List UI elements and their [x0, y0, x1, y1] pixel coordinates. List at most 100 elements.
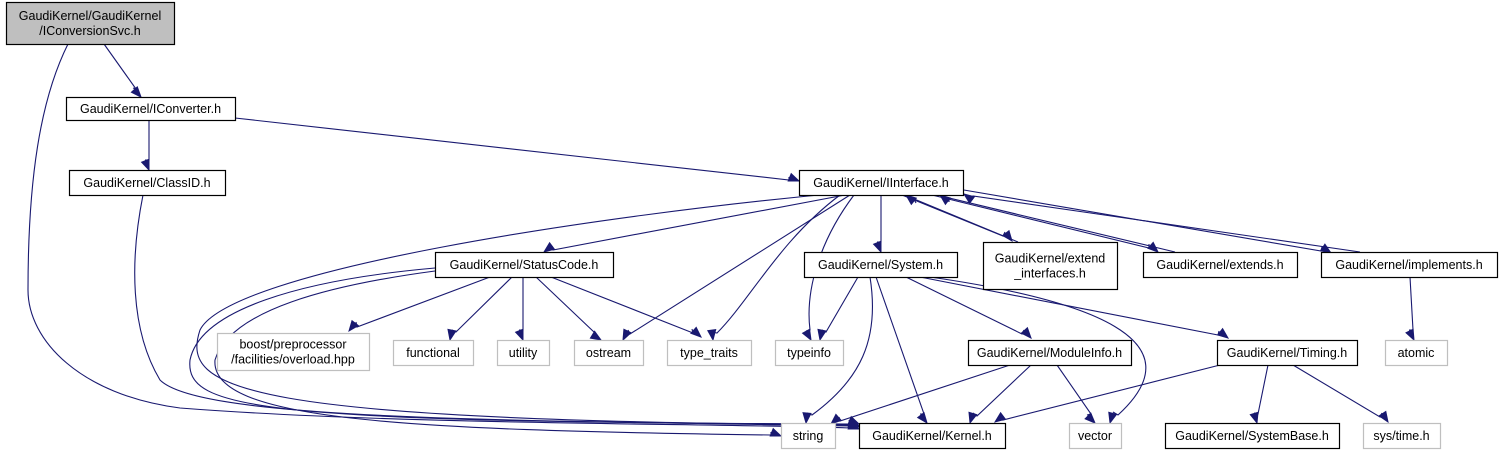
- edge-line: [189, 267, 851, 425]
- edge-statuscode-to-type_traits: [550, 276, 703, 338]
- node-statuscode[interactable]: GaudiKernel/StatusCode.h: [434, 251, 615, 279]
- arrowhead-icon: [542, 241, 556, 253]
- arrowhead-icon: [1249, 411, 1259, 425]
- edge-line: [519, 277, 524, 331]
- node-label: sys/time.h: [1373, 429, 1429, 443]
- node-label: functional: [406, 346, 460, 360]
- edge-statuscode-to-functional: [447, 276, 513, 342]
- arrowhead-icon: [1378, 410, 1389, 424]
- arrowhead-icon: [1405, 328, 1415, 342]
- arrowhead-icon: [904, 194, 918, 206]
- edge-extend_interfaces-to-iinterface: [904, 194, 1019, 243]
- arrowhead-icon: [993, 411, 1007, 423]
- node-moduleinfo[interactable]: GaudiKernel/ModuleInfo.h: [967, 339, 1133, 367]
- arrowhead-icon: [801, 328, 812, 342]
- arrowhead-icon: [1084, 412, 1096, 424]
- node-label: _interfaces.h: [1013, 267, 1086, 281]
- node-ostream: ostream: [573, 339, 645, 367]
- node-label: ostream: [586, 346, 631, 360]
- edge-line: [145, 120, 150, 161]
- node-box: [780, 422, 837, 450]
- arrowhead-icon: [817, 328, 827, 342]
- edge-extends-to-iinterface: [938, 194, 1176, 253]
- node-iinterface[interactable]: GaudiKernel/IInterface.h: [798, 169, 965, 197]
- node-type_traits: type_traits: [666, 339, 753, 367]
- node-box: [803, 251, 959, 279]
- edge-line: [134, 194, 851, 427]
- arrowhead-icon: [1108, 411, 1118, 425]
- node-label: atomic: [1398, 346, 1435, 360]
- node-label: GaudiKernel/Kernel.h: [872, 429, 992, 443]
- node-label: GaudiKernel/ModuleInfo.h: [977, 346, 1122, 360]
- edge-line: [1409, 276, 1414, 331]
- node-vector: vector: [1068, 422, 1123, 450]
- node-label: GaudiKernel/StatusCode.h: [450, 258, 599, 272]
- arrowhead-icon: [140, 158, 150, 172]
- edge-iinterface-to-extend_interfaces: [901, 194, 1013, 243]
- node-box: [573, 339, 645, 367]
- edge-line: [711, 194, 841, 334]
- edge-line: [103, 43, 138, 91]
- edge-timing-to-kernel: [993, 364, 1221, 423]
- node-kernel[interactable]: GaudiKernel/Kernel.h: [858, 422, 1007, 450]
- edge-line: [1253, 364, 1269, 415]
- edge-line: [535, 276, 596, 336]
- arrowhead-icon: [589, 330, 603, 341]
- edge-line: [234, 117, 790, 181]
- arrowhead-icon: [130, 86, 142, 99]
- edge-system-to-timing: [919, 276, 1230, 339]
- node-label: GaudiKernel/SystemBase.h: [1175, 429, 1329, 443]
- node-label: GaudiKernel/implements.h: [1335, 258, 1482, 272]
- node-box: [1216, 339, 1359, 367]
- arrowhead-icon: [1020, 326, 1032, 340]
- node-box: [5, 1, 176, 46]
- edge-iinterface-to-kernel: [196, 192, 861, 427]
- node-label: /facilities/overload.hpp: [231, 353, 355, 367]
- node-label: /IConversionSvc.h: [39, 24, 140, 38]
- node-label: string: [793, 429, 824, 443]
- edge-iconverter-to-iinterface: [234, 117, 801, 182]
- node-classid[interactable]: GaudiKernel/ClassID.h: [68, 169, 227, 197]
- arrowhead-icon: [962, 193, 976, 205]
- node-box: [798, 169, 965, 197]
- edge-moduleinfo-to-string: [829, 364, 1011, 425]
- arrowhead-icon: [514, 328, 524, 342]
- node-systembase[interactable]: GaudiKernel/SystemBase.h: [1164, 422, 1341, 450]
- node-label: GaudiKernel/IInterface.h: [813, 176, 949, 190]
- node-box: [1142, 251, 1299, 279]
- arrowhead-icon: [1216, 327, 1230, 339]
- edge-iinterface-to-system: [872, 195, 882, 254]
- node-box: [1362, 422, 1442, 450]
- edge-line: [1002, 364, 1221, 421]
- node-implements[interactable]: GaudiKernel/implements.h: [1320, 251, 1499, 279]
- arrowhead-icon: [847, 415, 861, 425]
- edge-line: [550, 276, 694, 334]
- node-extends[interactable]: GaudiKernel/extends.h: [1142, 251, 1299, 279]
- node-label: GaudiKernel/extends.h: [1156, 258, 1283, 272]
- node-box: [216, 332, 371, 372]
- edge-statuscode-to-string: [214, 270, 783, 437]
- arrowhead-icon: [787, 172, 801, 182]
- node-iconverter[interactable]: GaudiKernel/IConverter.h: [65, 96, 237, 122]
- arrowhead-icon: [348, 319, 360, 333]
- edge-statuscode-to-boost_overload: [348, 276, 491, 333]
- edge-iconverter-to-classid: [140, 120, 150, 172]
- edge-line: [912, 197, 1019, 243]
- node-box: [1068, 422, 1123, 450]
- node-iconversionsvc[interactable]: GaudiKernel/GaudiKernel/IConversionSvc.h: [5, 1, 176, 46]
- node-system[interactable]: GaudiKernel/System.h: [803, 251, 959, 279]
- node-box: [666, 339, 753, 367]
- edge-iinterface-to-statuscode: [542, 194, 846, 253]
- node-systime: sys/time.h: [1362, 422, 1442, 450]
- arrowhead-icon: [938, 194, 952, 206]
- arrowhead-icon: [690, 326, 703, 338]
- edge-line: [196, 192, 851, 426]
- node-box: [68, 169, 227, 197]
- edge-implements-to-iinterface: [962, 193, 1361, 253]
- node-utility: utility: [496, 339, 551, 367]
- node-timing[interactable]: GaudiKernel/Timing.h: [1216, 339, 1359, 367]
- node-typeinfo: typeinfo: [774, 339, 845, 367]
- node-extend_interfaces[interactable]: GaudiKernel/extend_interfaces.h: [982, 241, 1119, 291]
- node-label: typeinfo: [787, 346, 831, 360]
